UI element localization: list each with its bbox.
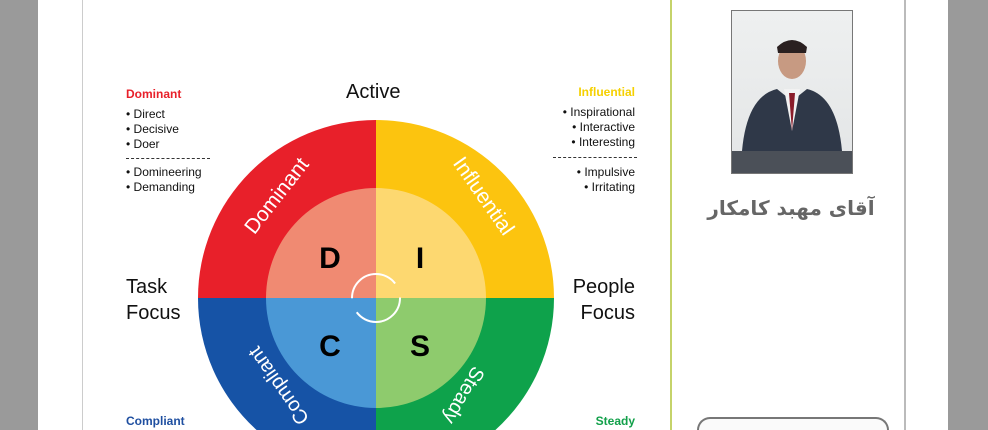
- axis-task: Task: [126, 276, 168, 298]
- influential-title: Influential: [578, 85, 635, 99]
- influential-trait: • Interesting: [571, 135, 635, 149]
- compliant-title: Compliant: [126, 414, 185, 428]
- dominant-trait: • Doer: [126, 137, 160, 151]
- divider: [553, 157, 637, 158]
- quadrant-i-inner: [376, 188, 486, 298]
- letter-s: S: [410, 330, 430, 363]
- dominant-trait: • Direct: [126, 107, 165, 121]
- profile-photo: [731, 10, 853, 174]
- person-silhouette-icon: [732, 40, 852, 173]
- dominant-negative: • Domineering: [126, 165, 202, 179]
- letter-d: D: [319, 242, 341, 275]
- letter-i: I: [416, 242, 424, 275]
- divider: [126, 158, 210, 159]
- axis-people: People: [572, 276, 635, 298]
- axis-task-focus: Focus: [126, 302, 181, 324]
- profile-name: آقای مهبد کامکار: [707, 196, 875, 220]
- quadrant-s-inner: [376, 298, 486, 408]
- influential-trait: • Inspirational: [562, 105, 635, 119]
- cycle-arrows-icon: [351, 273, 401, 323]
- axis-active: Active: [346, 81, 401, 103]
- influential-negative: • Impulsive: [576, 165, 635, 179]
- quadrant-d-inner: [266, 188, 376, 298]
- influential-negative: • Irritating: [584, 180, 635, 194]
- influential-trait: • Interactive: [572, 120, 635, 134]
- quadrant-c-inner: [266, 298, 376, 408]
- dominant-trait: • Decisive: [126, 122, 179, 136]
- axis-people-focus: Focus: [580, 302, 635, 324]
- letter-c: C: [319, 330, 341, 363]
- dominant-negative: • Demanding: [126, 180, 195, 194]
- steady-title: Steady: [595, 414, 635, 428]
- profile-action-button[interactable]: [697, 417, 889, 430]
- dominant-title: Dominant: [126, 87, 182, 101]
